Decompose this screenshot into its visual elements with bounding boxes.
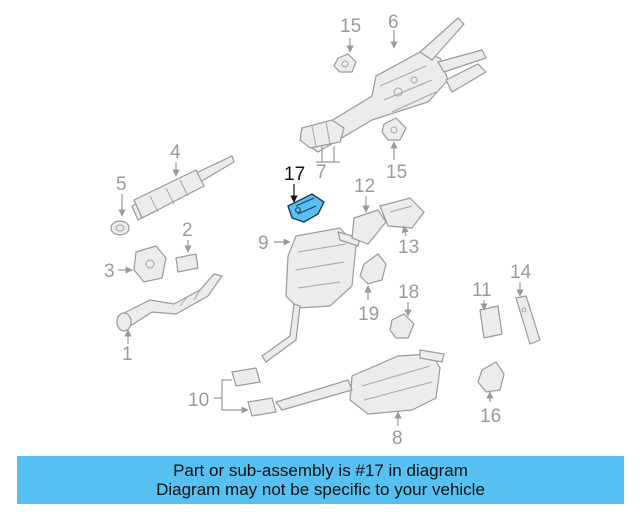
part-9-front-muffler[interactable] xyxy=(261,227,361,363)
part-19-hanger[interactable] xyxy=(359,253,387,285)
part-17-highlighted-bracket[interactable] xyxy=(287,193,325,223)
part-13-shield[interactable] xyxy=(515,295,541,345)
callout-3: 3 xyxy=(104,261,115,282)
callout-12: 12 xyxy=(354,176,375,197)
part-18-bolt[interactable] xyxy=(389,313,415,339)
banner-line-disclaimer: Diagram may not be specific to your vehi… xyxy=(156,480,485,499)
part-10-clamps[interactable] xyxy=(231,367,277,417)
part-4-center-resonator[interactable] xyxy=(131,155,235,221)
part-11-bracket[interactable] xyxy=(479,305,503,339)
callout-17: 17 xyxy=(284,164,305,185)
part-2-bracket[interactable] xyxy=(175,253,199,273)
callout-4: 4 xyxy=(170,142,181,163)
callout-10: 10 xyxy=(188,390,209,411)
callout-15-top: 15 xyxy=(340,16,361,37)
part-14-bracket[interactable] xyxy=(379,197,425,229)
callout-9: 9 xyxy=(258,233,269,254)
part-8-rear-muffler[interactable] xyxy=(275,349,445,415)
callout-1: 1 xyxy=(122,344,133,365)
part-5-gasket[interactable] xyxy=(110,220,130,236)
part-1-front-pipe[interactable] xyxy=(116,273,223,332)
callout-14: 13 xyxy=(398,237,419,258)
callout-7: 7 xyxy=(316,162,327,183)
part-15-hanger-top[interactable] xyxy=(333,53,357,73)
callout-6: 6 xyxy=(388,12,399,33)
callout-13: 14 xyxy=(510,262,532,283)
callout-11: 11 xyxy=(472,280,492,301)
part-16-hanger[interactable] xyxy=(477,361,505,393)
info-banner: Part or sub-assembly is #17 in diagram D… xyxy=(17,456,624,504)
banner-line-part-number: Part or sub-assembly is #17 in diagram xyxy=(173,461,468,480)
part-15-hanger-lower[interactable] xyxy=(381,117,407,141)
leader-lines xyxy=(118,30,524,426)
callout-19: 19 xyxy=(358,304,379,325)
part-7-clamp[interactable] xyxy=(299,119,345,149)
part-12-heat-shield[interactable] xyxy=(351,209,387,245)
callout-15-lower: 15 xyxy=(386,162,407,183)
callout-18: 18 xyxy=(398,282,419,303)
callout-8: 8 xyxy=(392,428,403,449)
callout-2: 2 xyxy=(182,220,193,241)
part-3-mount[interactable] xyxy=(133,245,167,283)
callout-5: 5 xyxy=(116,174,127,195)
callout-16: 16 xyxy=(480,406,501,427)
